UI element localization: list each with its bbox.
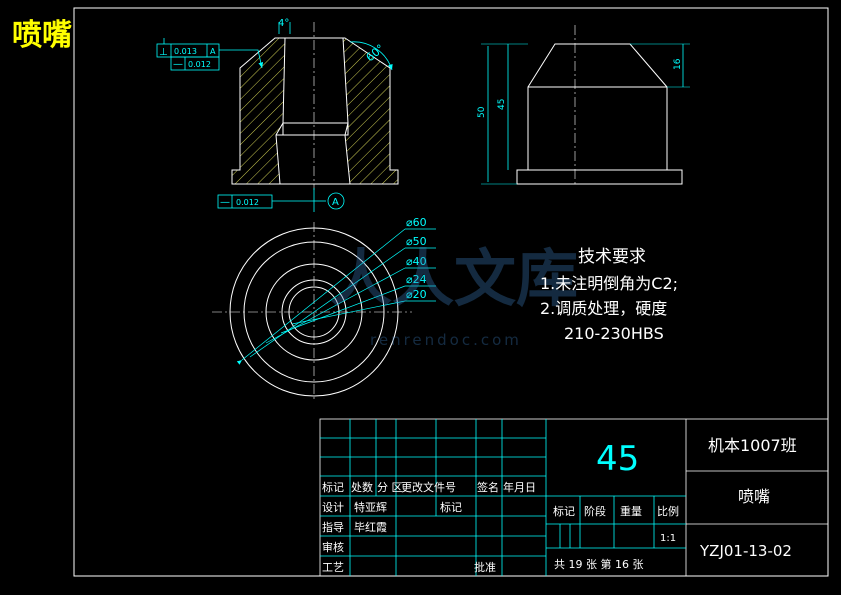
watermark-url: renrendoc.com	[370, 331, 522, 349]
tolerance-value-1: 0.013	[174, 47, 197, 56]
flat-symbol-bottom: —	[220, 197, 230, 208]
stage-header-stage: 阶段	[584, 504, 606, 518]
stage-header-weight: 重量	[620, 504, 642, 518]
tech-requirements: 技术要求 1.未注明倒角为C2; 2.调质处理，硬度 210-230HBS	[540, 247, 678, 343]
circle-d20	[288, 286, 340, 338]
left-wall-hatch	[231, 37, 286, 185]
scale-value: 1:1	[660, 533, 676, 544]
design-label: 设计	[322, 501, 344, 514]
guide-name: 毕红霞	[354, 521, 387, 534]
dim-total-height: 50	[477, 106, 487, 118]
side-view: 50 45 16	[477, 25, 690, 185]
guide-label: 指导	[322, 520, 344, 534]
review-label: 审核	[322, 540, 344, 554]
perp-symbol: ⊥	[159, 47, 168, 58]
dia-label-50: ⌀50	[406, 235, 427, 248]
section-view: 4° 60° ⊥ 0.013 A — 0.012 — 0.012 A	[156, 18, 399, 212]
sheet-info: 共 19 张 第 16 张	[554, 557, 643, 571]
mark-label: 标记	[440, 500, 462, 514]
dia-label-24: ⌀24	[406, 273, 427, 286]
circle-d40	[265, 263, 363, 361]
drawing-title: 喷嘴	[12, 18, 72, 53]
dia-label-40: ⌀40	[406, 255, 427, 268]
rev-header-mark: 标记	[322, 480, 344, 494]
dia-label-20: ⌀20	[406, 288, 427, 301]
tolerance-frame-2	[170, 56, 220, 71]
class-name: 机本1007班	[708, 436, 797, 455]
material-value: 45	[596, 439, 639, 479]
process-label: 工艺	[322, 561, 344, 574]
circle-d24	[281, 279, 347, 345]
tech-line-1: 1.未注明倒角为C2;	[540, 274, 678, 293]
title-block	[319, 418, 829, 577]
design-name: 特亚辉	[354, 500, 387, 514]
rev-header-sign: 签名	[477, 480, 499, 494]
tech-line-3: 210-230HBS	[564, 324, 664, 343]
stage-header-scale: 比例	[657, 504, 679, 518]
tolerance-datum-1: A	[210, 47, 216, 56]
right-wall-hatch	[342, 37, 399, 185]
flat-symbol: —	[173, 59, 183, 70]
top-view: ⌀60 ⌀50 ⌀40 ⌀24 ⌀20	[212, 216, 436, 402]
circle-d60	[229, 227, 399, 397]
datum-circle	[327, 192, 345, 210]
tolerance-value-bottom: 0.012	[236, 198, 259, 207]
part-name: 喷嘴	[738, 487, 770, 506]
rev-header-zone: 分 区	[377, 481, 403, 494]
title-block-text: 45 机本1007班 喷嘴 YZJ01-13-02 标记 处数 分 区 更改文件…	[322, 436, 797, 574]
dia-label-60: ⌀60	[406, 216, 427, 229]
tech-heading: 技术要求	[578, 247, 646, 267]
dim-body-height: 45	[497, 99, 507, 110]
approve-label: 批准	[474, 560, 496, 574]
watermark: 人人文库 renrendoc.com	[330, 242, 578, 349]
angle-top-label: 4°	[278, 18, 289, 29]
tolerance-frame-bottom	[217, 194, 273, 209]
rev-header-count: 处数	[351, 481, 373, 494]
stage-header-mark: 标记	[553, 504, 575, 518]
drawing-number: YZJ01-13-02	[699, 542, 792, 560]
rev-header-date: 年月日	[503, 480, 536, 494]
dim-cone-height: 16	[673, 58, 683, 70]
circle-d50	[243, 241, 385, 383]
rev-header-doc: 更改文件号	[401, 480, 456, 494]
watermark-cn: 人人文库	[330, 242, 578, 315]
datum-label: A	[332, 197, 339, 208]
tech-line-2: 2.调质处理，硬度	[540, 299, 667, 318]
tolerance-value-2: 0.012	[188, 60, 211, 69]
